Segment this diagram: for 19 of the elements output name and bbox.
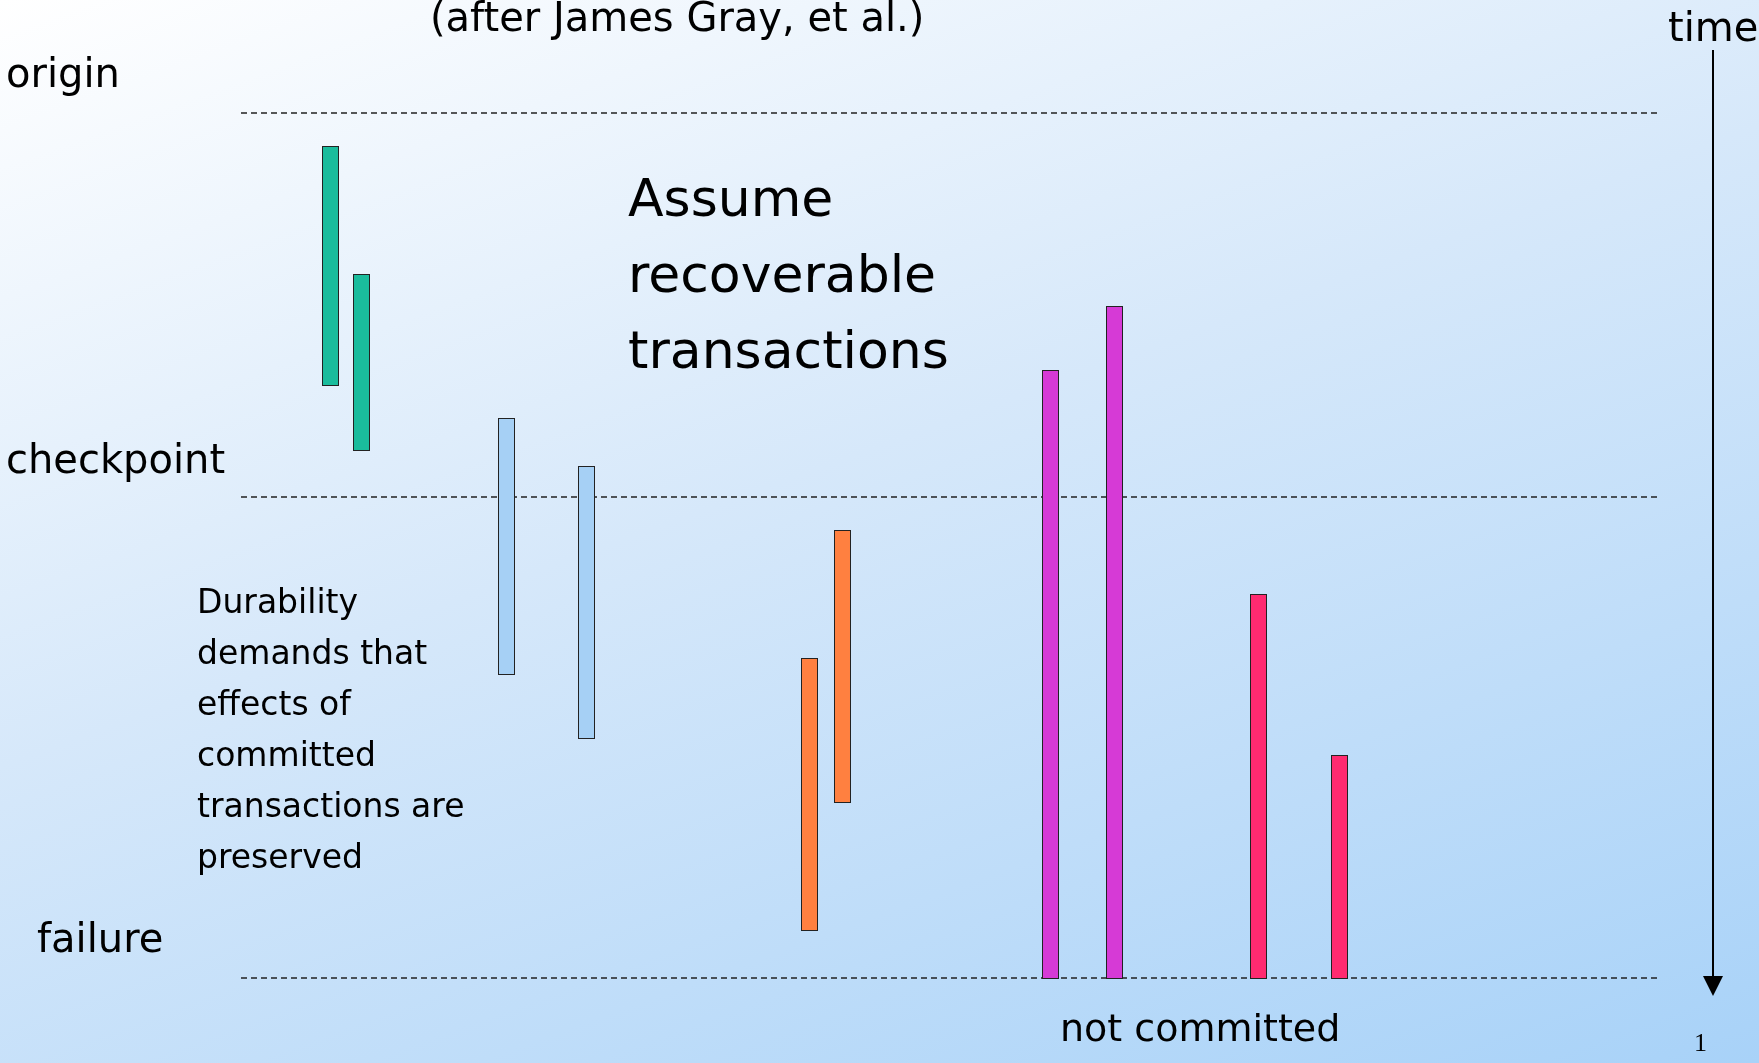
transaction-bar [1331, 755, 1348, 979]
annotation: not committed [1060, 1006, 1341, 1050]
transaction-bar [1106, 306, 1123, 979]
transaction-bar [1250, 594, 1267, 979]
note: Durability demands that effects of committed transactions are preserved [197, 581, 466, 878]
title: (after James Gray, et al.) [430, 0, 925, 40]
level-label: failure [37, 915, 164, 961]
statement: Assume recoverable transactions [628, 167, 950, 382]
axis-label: time [1668, 4, 1759, 50]
transaction-bar [578, 466, 595, 739]
transaction-bar [834, 530, 851, 803]
transaction-bar [801, 658, 818, 931]
transaction-bar [322, 146, 339, 386]
level-label: checkpoint [6, 436, 226, 482]
transaction-bar [1042, 370, 1059, 979]
transaction-bar [498, 418, 515, 675]
level-label: origin [6, 50, 120, 96]
page-number: 1 [1694, 1028, 1707, 1058]
transaction-bar [353, 274, 370, 451]
